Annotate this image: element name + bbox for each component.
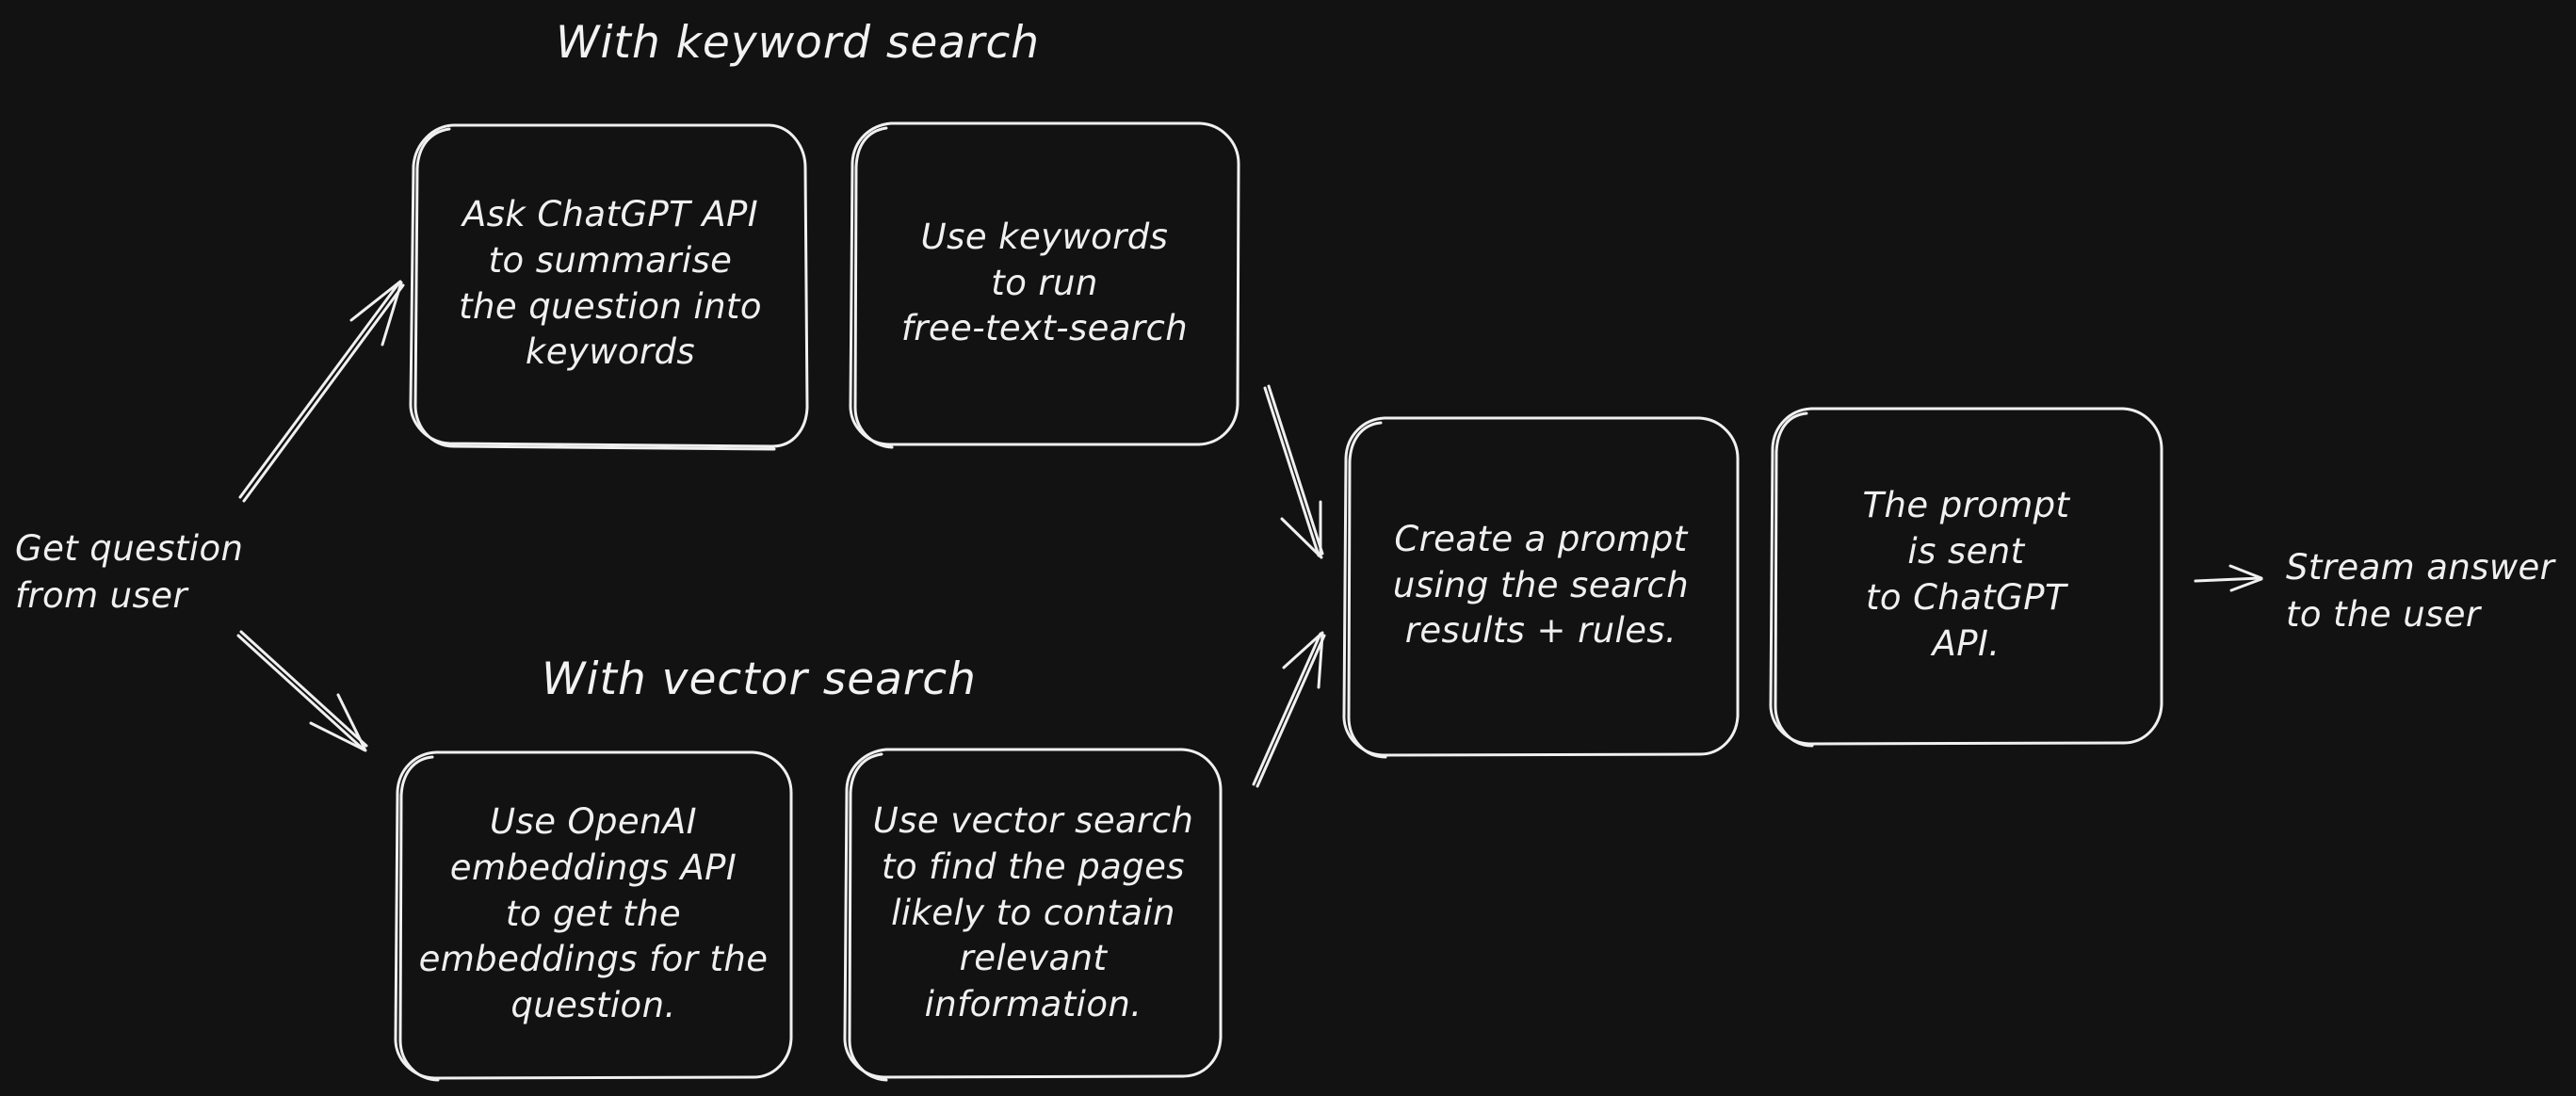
arrow-entry-to-vector-path bbox=[236, 630, 368, 752]
node-label: Ask ChatGPT API to summarise the questio… bbox=[459, 193, 762, 373]
node-free-text-search[interactable]: Use keywords to run free-text-search bbox=[851, 122, 1239, 444]
node-vector-search[interactable]: Use vector search to find the pages like… bbox=[846, 749, 1221, 1078]
arrow-entry-to-keyword-path bbox=[238, 280, 405, 503]
node-label: Create a prompt using the search results… bbox=[1392, 518, 1690, 652]
arrow-keyword-path-to-create-prompt bbox=[1263, 384, 1324, 559]
node-label: Use vector search to find the pages like… bbox=[872, 799, 1194, 1025]
arrow-vector-path-to-create-prompt bbox=[1252, 631, 1326, 788]
entry-label-get-question: Get question from user bbox=[15, 528, 244, 616]
node-create-prompt[interactable]: Create a prompt using the search results… bbox=[1344, 416, 1738, 755]
node-send-prompt[interactable]: The prompt is sent to ChatGPT API. bbox=[1771, 407, 2162, 744]
section-title-vector-search: With vector search bbox=[542, 653, 977, 705]
node-openai-embeddings[interactable]: Use OpenAI embeddings API to get the emb… bbox=[396, 750, 791, 1078]
node-label: Use OpenAI embeddings API to get the emb… bbox=[418, 800, 769, 1026]
exit-label-stream-answer: Stream answer to the user bbox=[2286, 547, 2555, 635]
node-label: The prompt is sent to ChatGPT API. bbox=[1862, 485, 2070, 664]
node-label: Use keywords to run free-text-search bbox=[900, 216, 1189, 349]
arrow-send-prompt-to-stream bbox=[2194, 564, 2263, 592]
section-title-keyword-search: With keyword search bbox=[556, 17, 1041, 69]
node-summarise-keywords[interactable]: Ask ChatGPT API to summarise the questio… bbox=[413, 123, 808, 444]
